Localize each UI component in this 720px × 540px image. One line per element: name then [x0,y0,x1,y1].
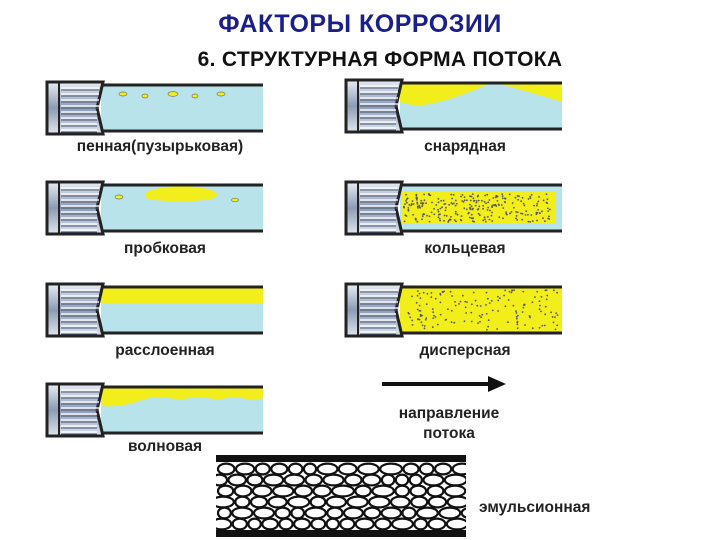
label-dispersed: дисперсная [419,342,511,359]
label-stratified: расслоенная [115,342,215,359]
flow-direction-line2: потока [423,425,475,442]
label-slug: снарядная [424,138,506,155]
pipe-wavy [45,382,265,438]
pipe-plug [45,180,265,236]
emulsion-diagram [216,455,466,537]
pipe-stratified [45,282,265,338]
pipe-foam [45,80,265,136]
page-subtitle: 6. СТРУКТУРНАЯ ФОРМА ПОТОКА [197,48,563,71]
label-plug: пробковая [124,240,206,257]
label-emulsion: эмульсионная [479,499,591,516]
label-foam: пенная(пузырьковая) [76,138,244,155]
flow-direction: направление потока [374,372,524,445]
pipe-annular [344,180,564,236]
flow-direction-line1: направление [398,405,500,422]
page-title: ФАКТОРЫ КОРРОЗИИ [218,10,502,38]
label-annular: кольцевая [424,240,506,257]
pipe-slug [344,78,564,134]
arrow-right-icon [382,376,506,392]
label-wavy: волновая [127,438,203,455]
pipe-dispersed [344,282,564,338]
